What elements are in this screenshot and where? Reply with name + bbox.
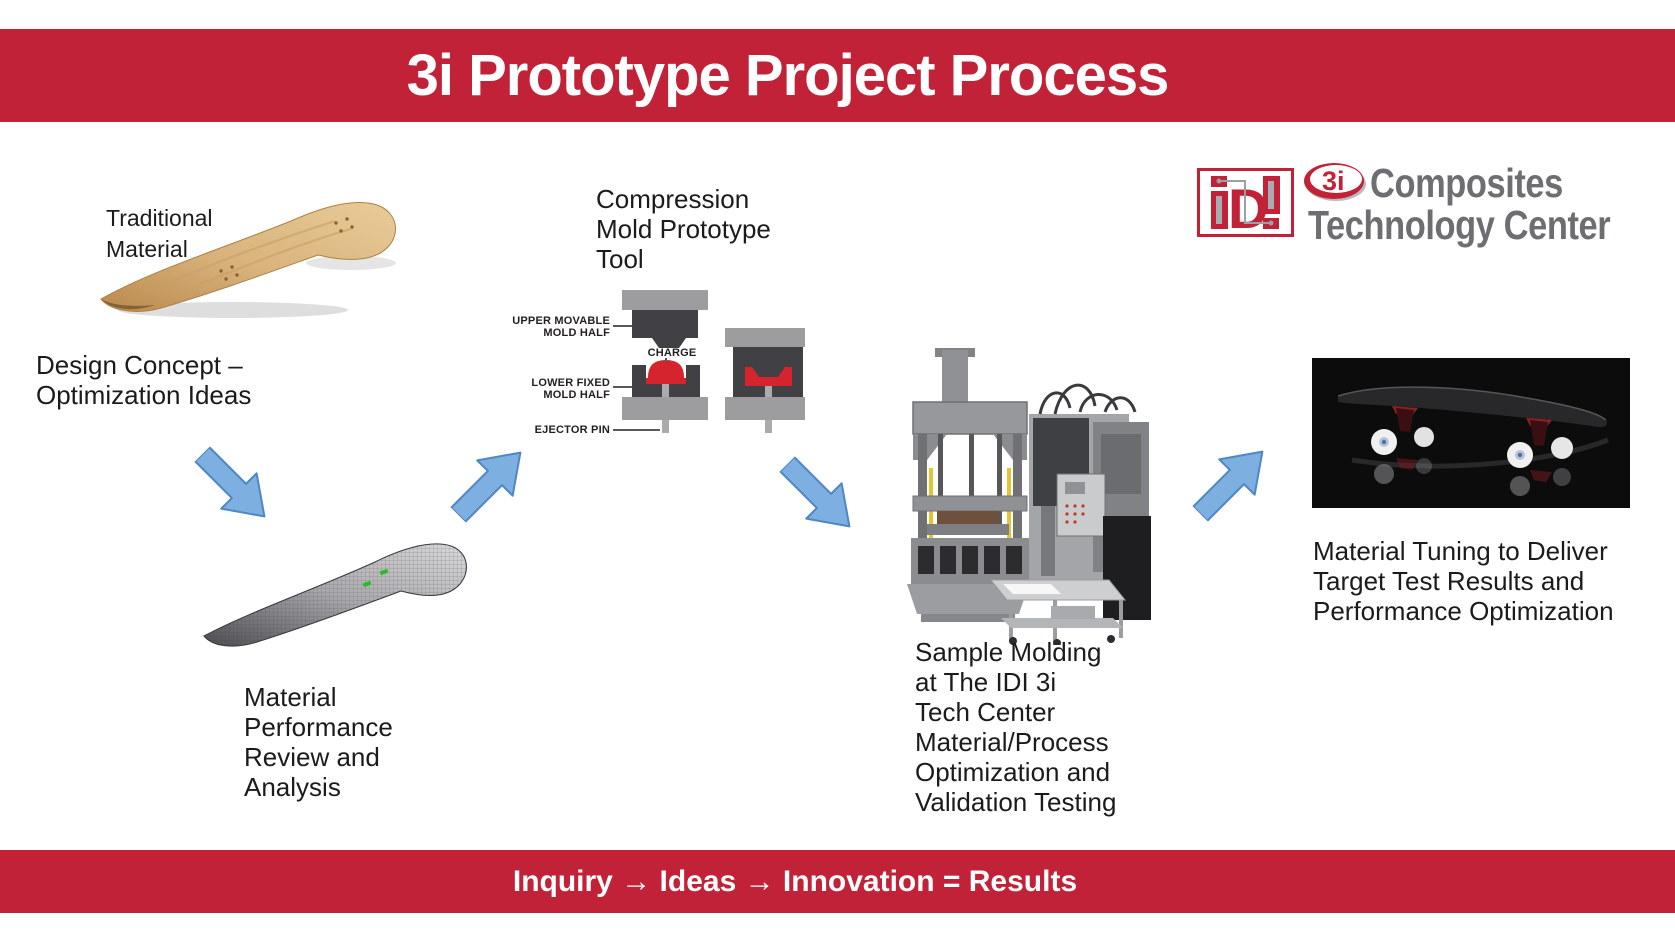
mold-upper-connector (613, 325, 632, 327)
flow-arrow-4-icon (1181, 431, 1283, 533)
threei-oval-logo: 3i (1304, 163, 1366, 201)
mold-upper-label: UPPER MOVABLE MOLD HALF (512, 315, 610, 339)
org-name-line2: Technology Center (1308, 202, 1611, 248)
design-concept-caption: Design Concept – Optimization Ideas (36, 350, 252, 410)
mold-lower-connector (613, 386, 632, 388)
footer-tagline: Inquiry → Ideas → Innovation = Results (512, 865, 1078, 898)
flow-arrow-2-icon (439, 432, 541, 534)
mold-lower-label: LOWER FIXED MOLD HALF (531, 377, 610, 401)
flow-arrow-1-icon (183, 435, 285, 537)
header-band: 3i Prototype Project Process (0, 29, 1675, 122)
idi-logo-d: D (1228, 177, 1268, 237)
mold-ejector-label: EJECTOR PIN (534, 424, 610, 436)
mold-charge-label: CHARGE (647, 347, 697, 359)
material-tuning-caption: Material Tuning to Deliver Target Test R… (1313, 536, 1614, 626)
mold-tool-title: Compression Mold Prototype Tool (596, 184, 771, 274)
wooden-skateboard-image (100, 202, 397, 318)
page-title: 3i Prototype Project Process (406, 43, 1170, 108)
finished-skateboard-photo (1312, 358, 1630, 508)
org-name-line1: Composites (1370, 160, 1563, 206)
flow-arrow-3-icon (768, 445, 870, 547)
idi-logo: D (1197, 168, 1294, 237)
footer-band: Inquiry → Ideas → Innovation = Results (0, 850, 1675, 913)
mold-ejector-connector (613, 429, 660, 431)
material-performance-caption: Material Performance Review and Analysis (244, 682, 393, 802)
sample-molding-caption: Sample Molding at The IDI 3i Tech Center… (915, 637, 1117, 817)
mold-charge-connector (665, 358, 667, 363)
molding-machine-photo (907, 348, 1151, 645)
mold-diagram (622, 290, 805, 433)
mesh-skateboard-image (203, 543, 467, 647)
threei-oval-text: 3i (1322, 166, 1345, 196)
traditional-material-label: Traditional Material (106, 205, 213, 262)
